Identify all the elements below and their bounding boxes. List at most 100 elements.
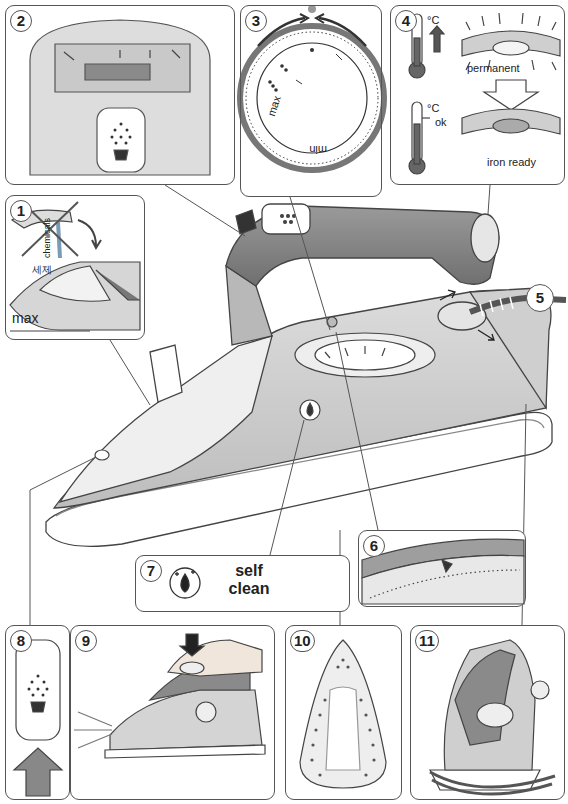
shot-button [42, 694, 45, 697]
soleplate [336, 665, 339, 668]
power-cord [440, 290, 455, 300]
callout-number: 4 [395, 10, 417, 32]
dial-face [257, 43, 367, 153]
soleplate [300, 640, 386, 788]
temperature-dial [325, 346, 385, 358]
soleplate [372, 758, 375, 761]
fill-water [78, 220, 101, 248]
steam-selector [111, 123, 132, 145]
steam-selector [125, 142, 128, 145]
iron-upright [477, 703, 513, 727]
shot-button [32, 694, 35, 697]
panel-background [5, 5, 565, 800]
dial-face [310, 48, 314, 52]
iron-upright [455, 650, 515, 745]
dial-closeup [442, 560, 452, 572]
callout-circle: 5 [526, 284, 554, 312]
instruction-panel: 11 [410, 625, 565, 800]
fill-water [96, 270, 140, 300]
thermometer [414, 124, 420, 164]
steam-selector [120, 123, 123, 126]
steam-selector [111, 136, 114, 139]
heating-indicator [493, 119, 529, 133]
instruction-panel: 9 [70, 625, 275, 800]
dial-face [274, 88, 278, 92]
callout-number: 6 [363, 535, 385, 557]
fill-water [58, 222, 60, 258]
leader-line [165, 185, 245, 236]
iron-handle [236, 210, 256, 234]
panel-background [358, 530, 526, 607]
iron-handle [284, 221, 287, 224]
self-clean-icon [175, 570, 195, 576]
warning-text: chemicals [42, 218, 52, 258]
iron-upright [430, 772, 555, 794]
shot-button [31, 702, 45, 712]
dial-face [268, 48, 314, 92]
shot-button [14, 640, 62, 796]
heating-indicator [462, 13, 560, 134]
steam-selector [129, 136, 132, 139]
dial-label: min [309, 143, 327, 156]
spray-action [105, 745, 265, 758]
dial-face [268, 80, 272, 84]
state-label: iron ready [487, 156, 536, 169]
panel-background [135, 555, 350, 612]
shot-button [28, 688, 31, 691]
iron-handle [287, 215, 290, 218]
callout-number: 11 [415, 630, 439, 652]
shot-button [37, 675, 40, 678]
warning-text: 세제 [32, 264, 52, 276]
leader-line [290, 197, 330, 330]
callout-number: 9 [75, 630, 97, 652]
leader-line [270, 420, 304, 555]
callout-number: 7 [140, 560, 162, 582]
leader-line [488, 185, 490, 214]
heating-indicator [466, 13, 556, 70]
callout-number: 10 [290, 630, 315, 652]
steam-selector [114, 150, 128, 160]
spray-action [74, 634, 265, 758]
spray-action [74, 712, 112, 748]
callout-number: 2 [10, 10, 32, 32]
soleplate [364, 773, 367, 776]
soleplate [368, 728, 371, 731]
soleplate [341, 658, 344, 661]
leader-line [30, 457, 96, 625]
soleplate [364, 713, 367, 716]
dial-face [319, 18, 366, 46]
leader-line [110, 340, 150, 405]
steam-selector [30, 20, 210, 175]
instruction-panel: 6 [358, 530, 526, 607]
self-clean-button [300, 400, 320, 420]
iron-handle [471, 214, 499, 262]
callout-number: 8 [10, 630, 32, 652]
self-clean-icon [181, 574, 189, 592]
power-cord [480, 297, 513, 316]
shot-button [43, 681, 46, 684]
soleplate [359, 698, 362, 701]
soleplate [371, 743, 374, 746]
soleplate [300, 640, 386, 788]
dial-closeup [362, 555, 524, 604]
instruction-panel: 4°Cpermanent°Cokiron ready [390, 5, 565, 185]
thermometer [422, 117, 430, 118]
self-clean-icon [170, 568, 200, 598]
power-cord [478, 330, 494, 340]
leader-line [336, 332, 378, 530]
steam-selector [97, 108, 145, 172]
soleplate [346, 665, 349, 668]
steam-selector [55, 44, 190, 92]
thermometer [409, 14, 444, 174]
dial-label: max [265, 94, 283, 118]
instruction-panel: 2 [5, 5, 235, 185]
soleplate [310, 658, 375, 776]
front-button [95, 450, 109, 460]
heating-indicator [462, 31, 560, 56]
panel-background [5, 195, 145, 340]
shot-button [14, 748, 62, 796]
instruction-panel: 3maxmin [240, 5, 382, 197]
self-clean-button [307, 403, 313, 416]
button-label: self clean [214, 562, 284, 599]
